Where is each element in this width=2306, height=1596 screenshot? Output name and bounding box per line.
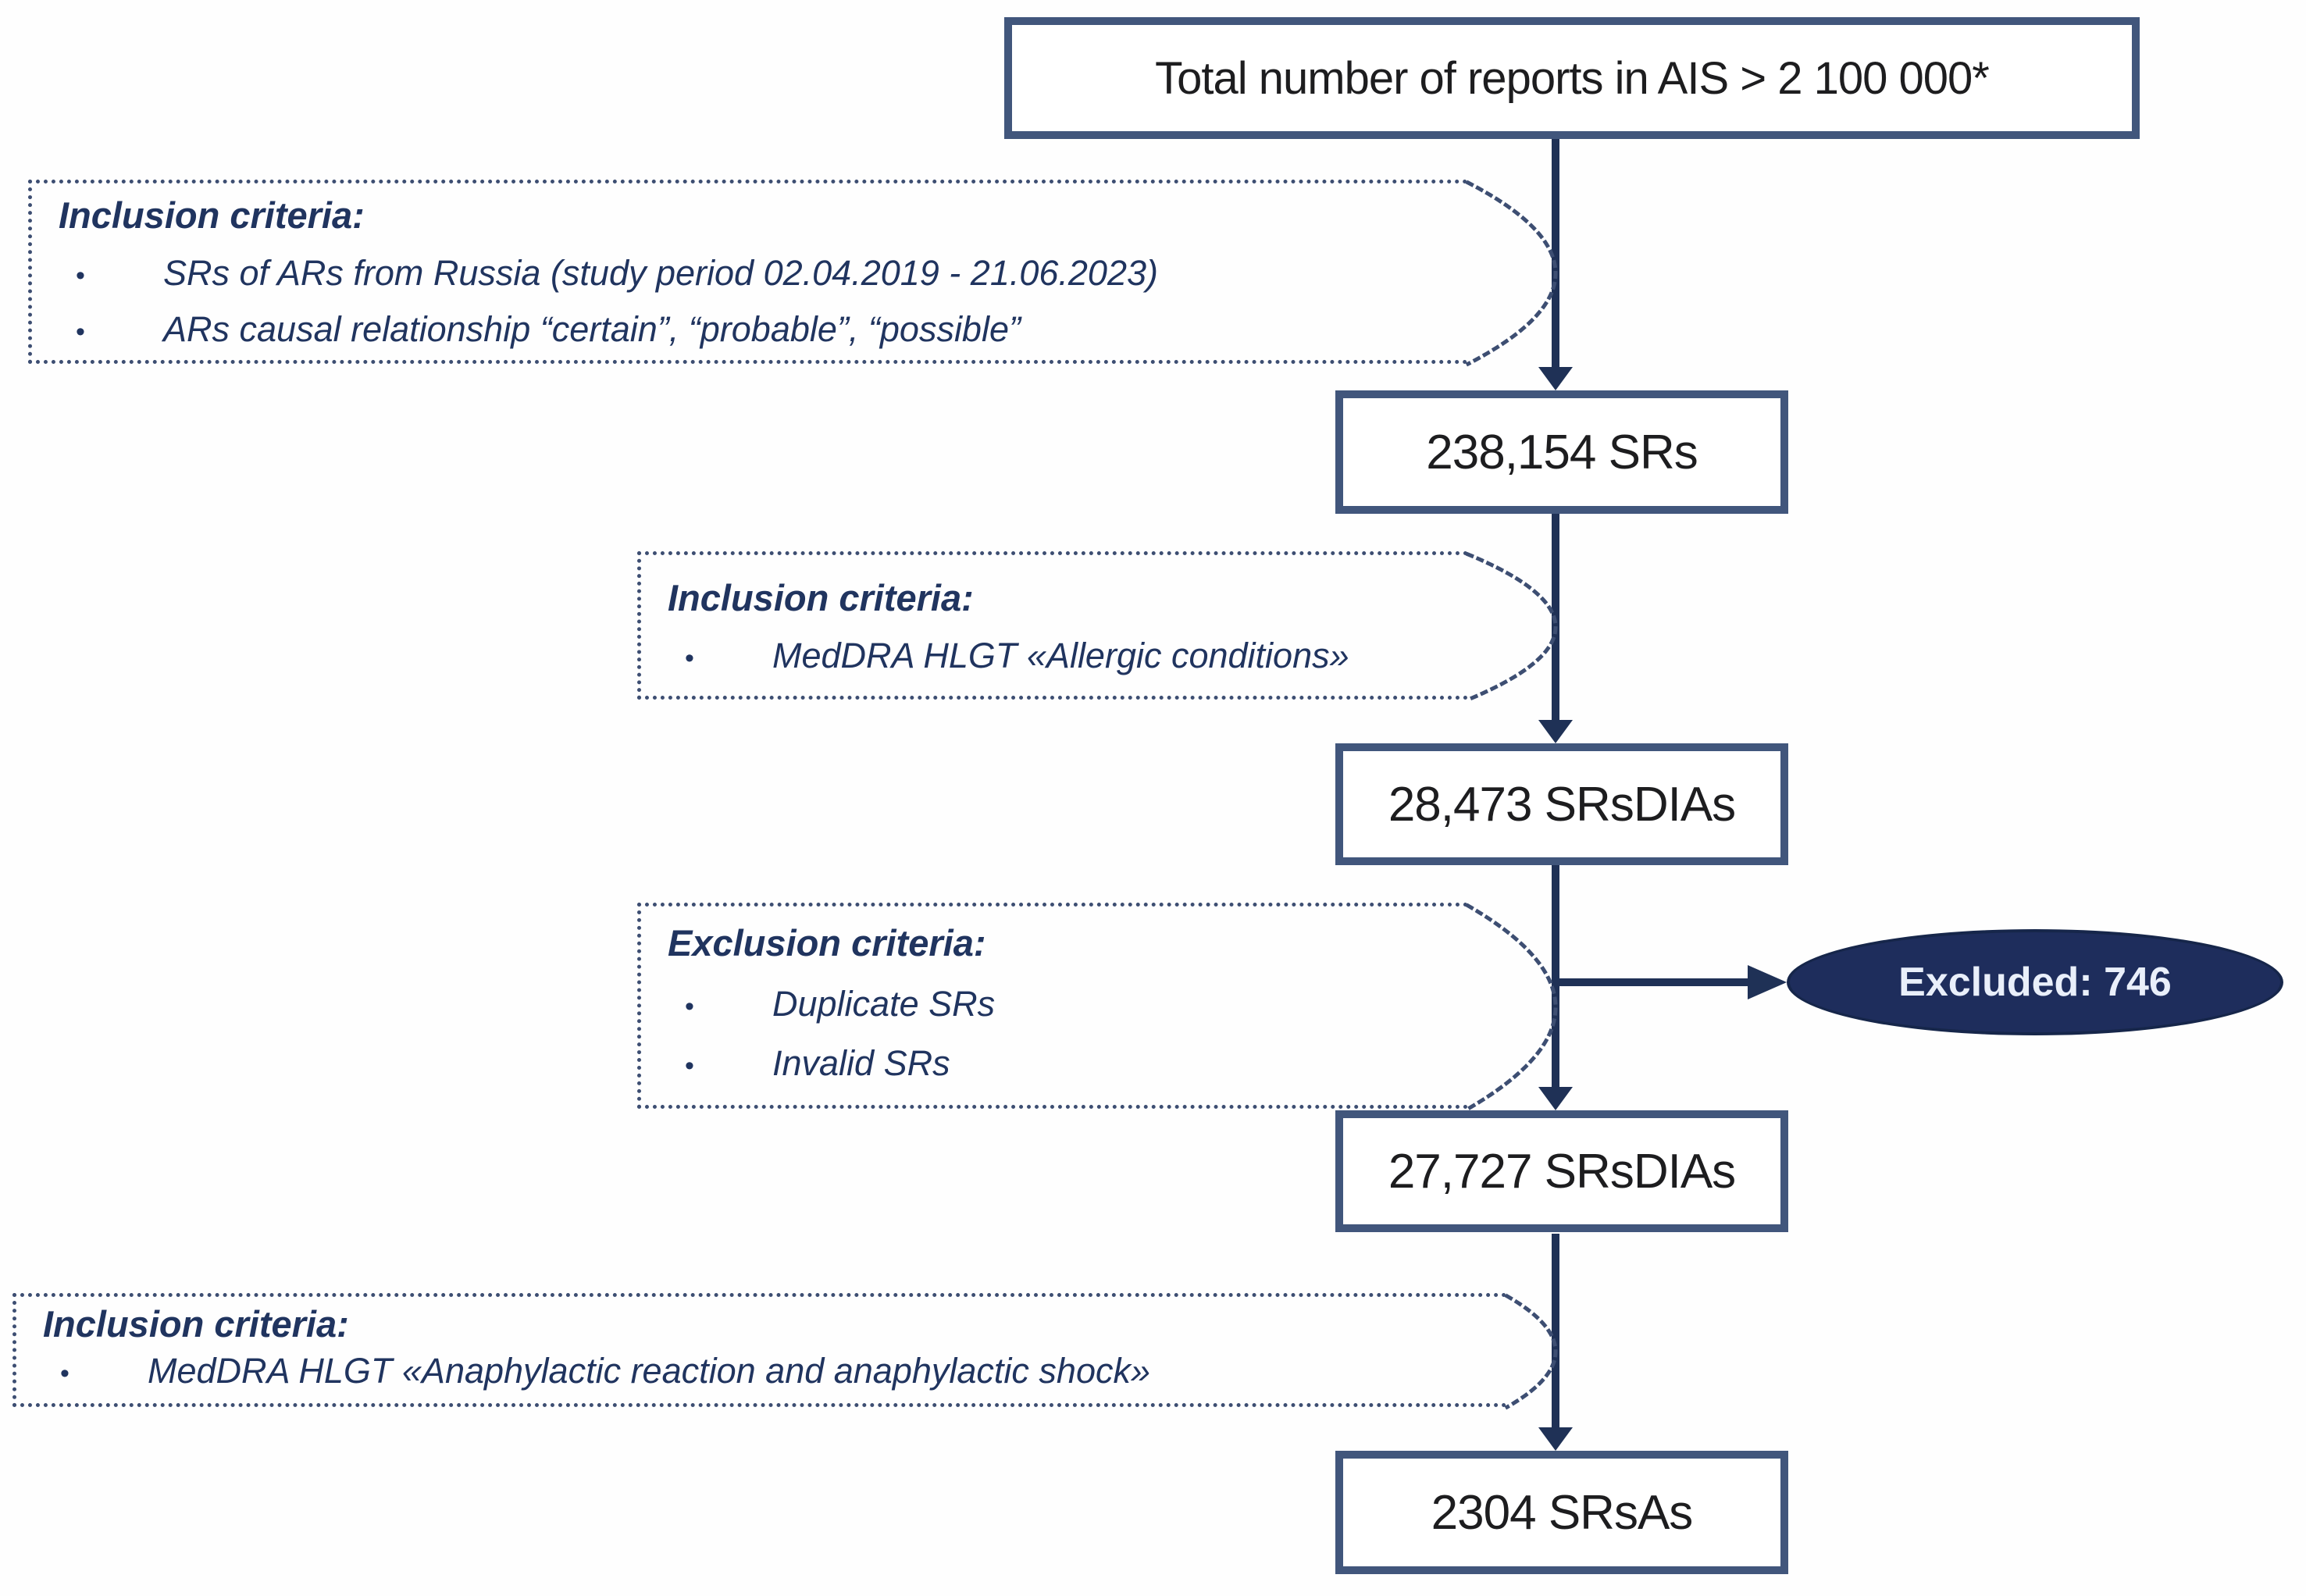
- callout-bullet-item: • ARs causal relationship “certain”, “pro…: [59, 308, 1468, 351]
- srsas-count-label: 2304 SRsAs: [1431, 1485, 1694, 1540]
- callout-item-text: SRs of ARs from Russia (study period 02.…: [163, 252, 1158, 293]
- srsdias-count-label: 28,473 SRsDIAs: [1388, 777, 1736, 832]
- callout-item-text: ARs causal relationship “certain”, “prob…: [163, 309, 1021, 349]
- callout-item-text: MedDRA HLGT «Anaphylactic reaction and a…: [148, 1350, 1150, 1391]
- flow-connector-segment-4: [1552, 1234, 1559, 1427]
- callout-bullet-item: • MedDRA HLGT «Allergic conditions»: [668, 634, 1468, 678]
- total-reports-box: Total number of reports in AIS > 2 100 0…: [1004, 17, 2140, 139]
- callout-inclusion-criteria-1: Inclusion criteria: • SRs of ARs from Rus…: [28, 180, 1558, 367]
- callout-header: Inclusion criteria:: [668, 577, 974, 618]
- callout-bullet-item: • Invalid SRs: [668, 1042, 1468, 1085]
- callout-item-text: MedDRA HLGT «Allergic conditions»: [772, 635, 1349, 675]
- excluded-branch-connector: [1556, 978, 1748, 986]
- callout-item-text: Invalid SRs: [772, 1043, 950, 1083]
- bullet-icon: •: [685, 643, 694, 673]
- bullet-icon: •: [685, 1050, 694, 1081]
- callout-bullet-item: • SRs of ARs from Russia (study period 02…: [59, 251, 1468, 295]
- excluded-ellipse: Excluded: 746: [1787, 929, 2283, 1035]
- srsdias-after-exclusion-label: 27,727 SRsDIAs: [1388, 1144, 1736, 1199]
- callout-exclusion-criteria: Exclusion criteria: • Duplicate SRs • Inva…: [637, 903, 1558, 1112]
- bullet-icon: •: [60, 1358, 70, 1388]
- srs-count-box: 238,154 SRs: [1335, 390, 1788, 514]
- arrowhead-down-icon: [1538, 720, 1573, 743]
- bullet-icon: •: [76, 260, 85, 290]
- srsdias-count-box: 28,473 SRsDIAs: [1335, 743, 1788, 865]
- callout-pointer-icon: [1504, 1293, 1558, 1410]
- callout-item-text: Duplicate SRs: [772, 983, 996, 1024]
- callout-bullet-item: • MedDRA HLGT «Anaphylactic reaction and …: [43, 1349, 1507, 1393]
- callout-header: Exclusion criteria:: [668, 922, 986, 964]
- srsas-count-box: 2304 SRsAs: [1335, 1451, 1788, 1574]
- bullet-icon: •: [685, 991, 694, 1021]
- callout-header: Inclusion criteria:: [59, 194, 365, 236]
- callout-header: Inclusion criteria:: [43, 1303, 349, 1345]
- total-reports-label: Total number of reports in AIS > 2 100 0…: [1155, 52, 1990, 104]
- arrowhead-down-icon: [1538, 1087, 1573, 1110]
- srsdias-after-exclusion-box: 27,727 SRsDIAs: [1335, 1110, 1788, 1232]
- callout-pointer-icon: [1465, 180, 1558, 367]
- callout-inclusion-criteria-3: Inclusion criteria: • MedDRA HLGT «Anaphy…: [12, 1293, 1558, 1410]
- callout-bullet-item: • Duplicate SRs: [668, 982, 1468, 1026]
- srs-count-label: 238,154 SRs: [1426, 425, 1698, 479]
- callout-pointer-icon: [1465, 551, 1558, 703]
- callout-pointer-icon: [1465, 903, 1558, 1112]
- arrowhead-down-icon: [1538, 367, 1573, 390]
- arrowhead-down-icon: [1538, 1427, 1573, 1451]
- excluded-label: Excluded: 746: [1898, 960, 2172, 1005]
- callout-inclusion-criteria-2: Inclusion criteria: • MedDRA HLGT «Allerg…: [637, 551, 1558, 703]
- bullet-icon: •: [76, 316, 85, 347]
- arrowhead-right-icon: [1748, 965, 1787, 999]
- flow-connector-segment-3: [1552, 865, 1559, 1087]
- flow-connector-segment-1: [1552, 139, 1559, 367]
